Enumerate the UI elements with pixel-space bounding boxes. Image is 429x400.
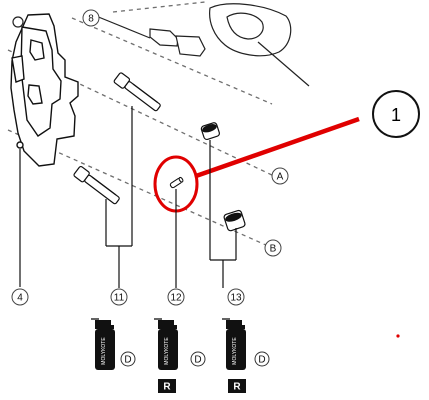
- part-12-label: 12: [170, 293, 182, 304]
- lubricant-12: MOLYKOTE D R: [154, 318, 206, 393]
- bottle-11-body: [95, 329, 115, 370]
- clip-part-8: [149, 28, 179, 47]
- bottle-13-text: MOLYKOTE: [232, 337, 238, 365]
- part-12-badge: [167, 288, 185, 306]
- bottle-13-body: [226, 329, 246, 370]
- bottle-13-d-badge: [254, 351, 270, 367]
- clip-bridge: [175, 35, 206, 57]
- upper-bolt-thread: [132, 83, 159, 104]
- bottle-12-r-badge: [158, 379, 176, 393]
- lower-bolt: [73, 165, 120, 205]
- upper-boot: [200, 122, 220, 141]
- bracket-bolt-hole: [16, 141, 24, 149]
- bottle-12-d-label: D: [194, 355, 201, 366]
- line-labels: A B: [264, 167, 289, 257]
- top-left-fragment: [12, 16, 24, 28]
- housing-leader: [257, 41, 310, 87]
- part-8-label-group: 8: [82, 9, 100, 27]
- callout-badge: [372, 90, 420, 138]
- bottle-11-d-label: D: [124, 355, 131, 366]
- lower-bolt-thread: [91, 176, 117, 196]
- lower-boot-opening: [225, 212, 242, 222]
- part-13-label: 13: [230, 293, 242, 304]
- upper-bolt-head: [113, 72, 131, 89]
- part-11-badge: [110, 288, 128, 306]
- part-11-label: 11: [114, 293, 125, 304]
- part-8-leader: [95, 15, 151, 39]
- line-b-label: B: [270, 244, 277, 255]
- bottle-13-r-label: R: [233, 382, 241, 393]
- bottle-12-d-badge: [190, 351, 206, 367]
- bottle-11-d-badge: [120, 351, 136, 367]
- lubricant-11: MOLYKOTE D: [91, 318, 136, 370]
- bracket-window-upper: [29, 39, 45, 61]
- line-a-label: A: [277, 172, 284, 183]
- bracket-window-lower: [27, 84, 43, 105]
- caliper-bracket: [10, 13, 79, 167]
- guide-pin-bolts: [73, 72, 161, 205]
- lubricant-13: MOLYKOTE D R: [222, 318, 270, 393]
- bottle-11-cap: [95, 320, 114, 329]
- part-12-component: [169, 176, 184, 189]
- boot-parts: [200, 122, 246, 232]
- part-13-badge: [227, 288, 245, 306]
- part-4-badge: [11, 288, 29, 306]
- bottle-13-r-badge: [228, 379, 246, 393]
- housing-inner: [226, 12, 264, 40]
- bottle-12-cap: [158, 320, 177, 329]
- bracket-side-tab: [11, 55, 25, 83]
- callout-number: 1: [391, 105, 401, 125]
- lower-bolt-head: [73, 165, 90, 183]
- part-8-badge: [82, 9, 100, 27]
- part-leaders: [19, 106, 237, 288]
- red-mark: [396, 334, 400, 338]
- part-4-label: 4: [17, 293, 23, 304]
- bottle-13-cap: [226, 320, 245, 329]
- bottle-11-text: MOLYKOTE: [101, 337, 107, 365]
- line-a-badge: [271, 167, 289, 185]
- part-12-end: [178, 176, 184, 183]
- callout-leader: [195, 116, 360, 179]
- bottle-13-d-label: D: [258, 355, 265, 366]
- callout-group: 1: [153, 90, 420, 213]
- top-fragments: [12, 3, 310, 87]
- line-b-badge: [264, 239, 282, 257]
- bottle-12-r-label: R: [163, 382, 171, 393]
- upper-bolt: [113, 72, 161, 112]
- small-insert-part: [169, 176, 184, 189]
- lower-boot: [223, 209, 246, 232]
- bottle-12-body: [158, 329, 178, 370]
- bottom-part-labels: 4 11 12 13: [11, 288, 245, 306]
- bottle-12-text: MOLYKOTE: [164, 337, 170, 365]
- upper-boot-opening: [202, 124, 217, 133]
- part-8-label: 8: [88, 14, 94, 25]
